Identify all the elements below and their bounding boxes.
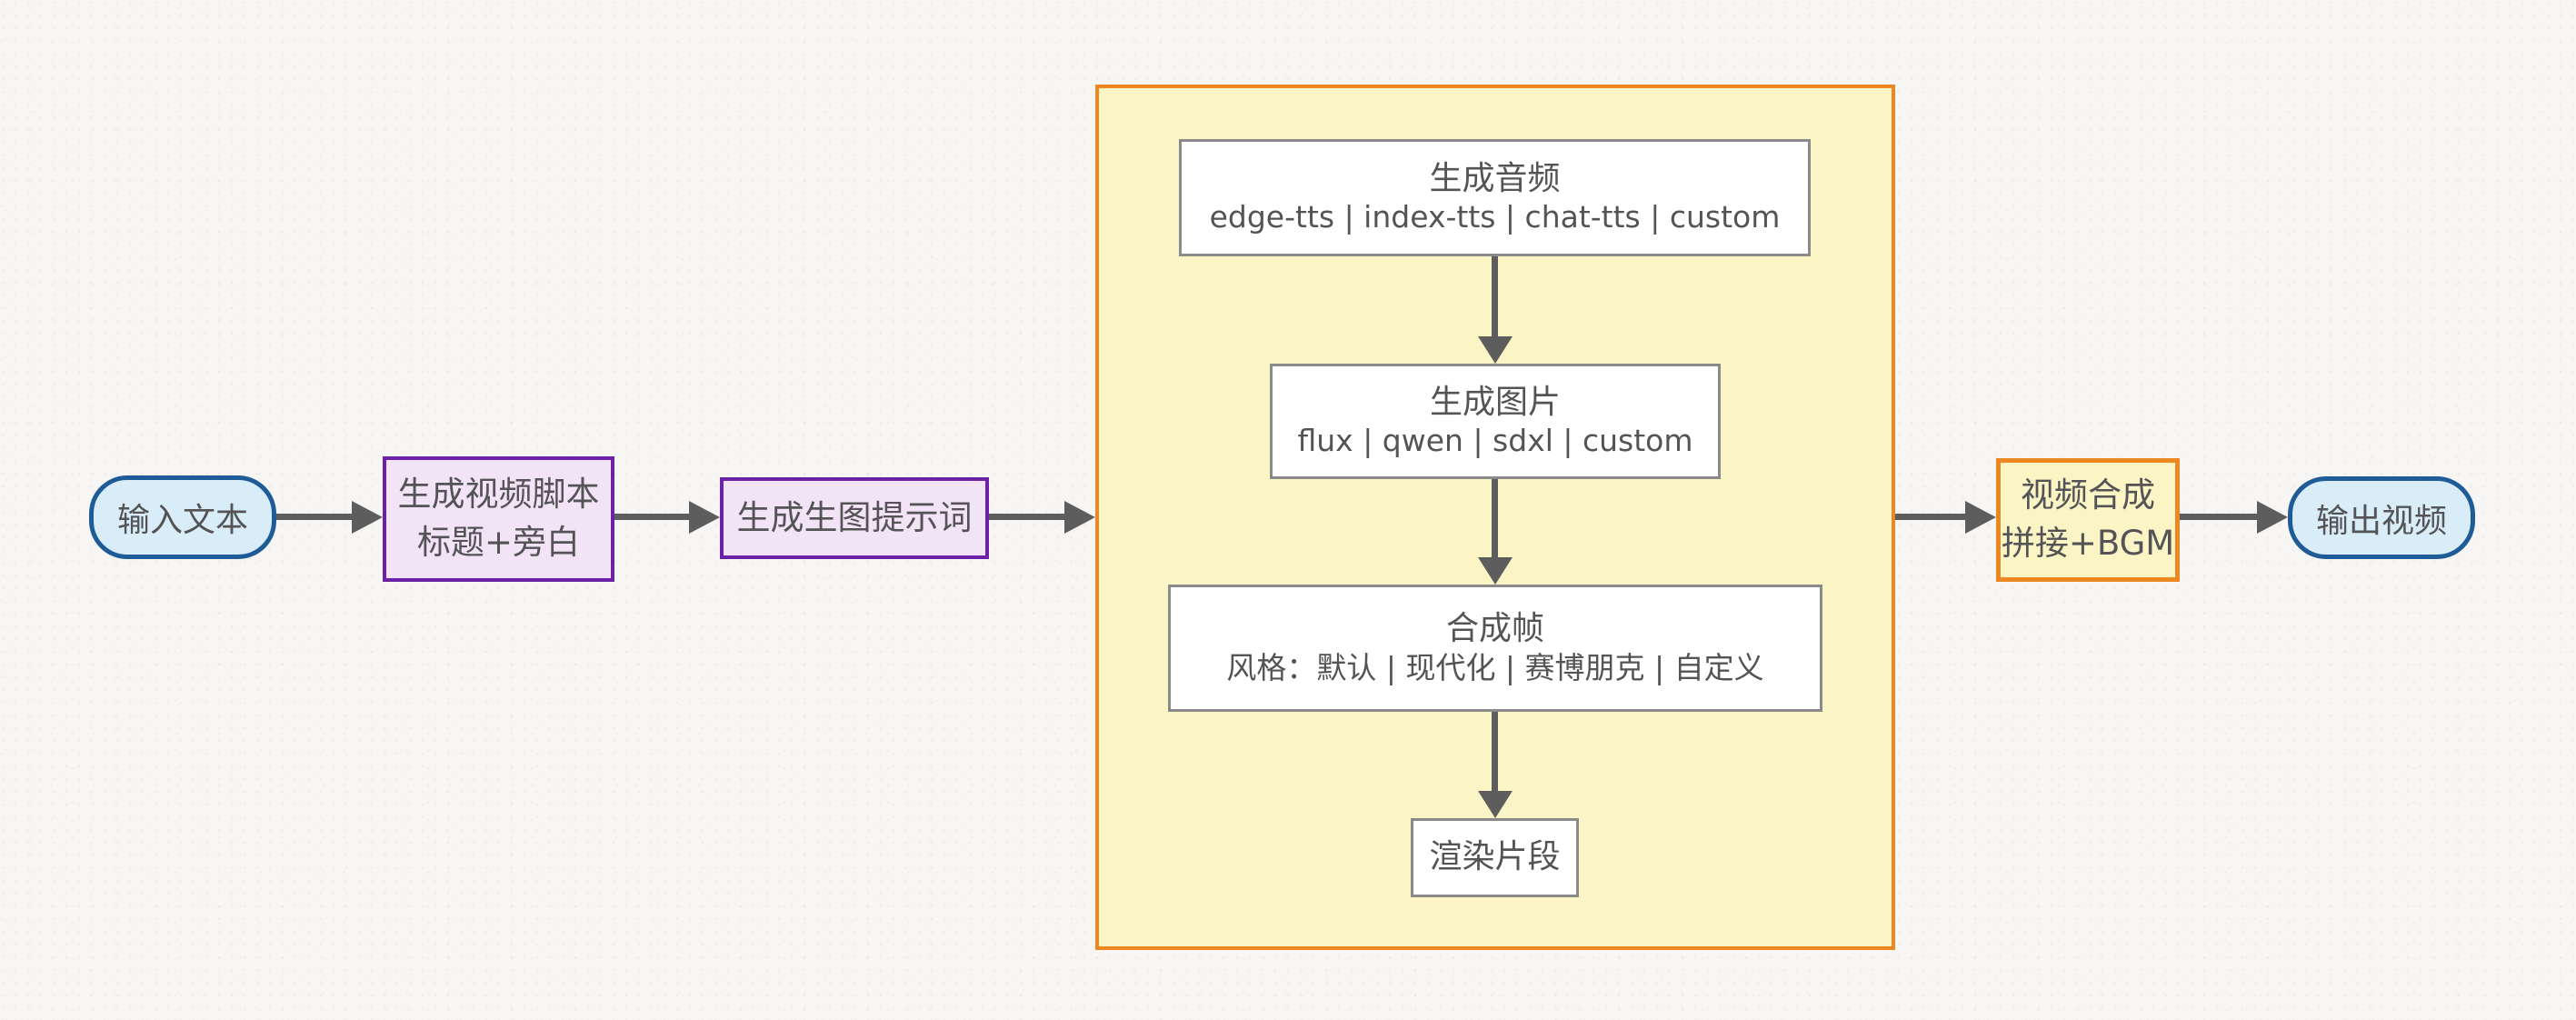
- node-input-text: 输入文本: [89, 475, 276, 559]
- node-output-label: 输出视频: [2315, 502, 2447, 540]
- node-generate-image-prompt: 生成生图提示词: [720, 477, 989, 559]
- node-frames-line1: 合成帧: [1445, 610, 1544, 648]
- node-audio-line1: 生成音频: [1429, 159, 1561, 197]
- node-compose-line1: 视频合成: [2021, 475, 2155, 515]
- node-generate-video-script: 生成视频脚本 标题+旁白: [383, 456, 614, 582]
- arrow-shaft: [989, 514, 1068, 520]
- arrow-script-to-prompt: [614, 501, 720, 534]
- arrowhead-right-icon: [1965, 501, 1996, 534]
- node-compose-frames: 合成帧 风格：默认 | 现代化 | 赛博朋克 | 自定义: [1168, 585, 1822, 712]
- arrow-group-to-compose: [1895, 501, 1996, 534]
- node-script-line1: 生成视频脚本: [397, 475, 600, 515]
- arrowhead-down-icon: [1478, 557, 1513, 585]
- node-output-video: 输出视频: [2288, 476, 2475, 559]
- arrowhead-right-icon: [352, 501, 383, 534]
- node-render-clip: 渲染片段: [1411, 818, 1579, 897]
- arrow-shaft: [614, 514, 693, 520]
- node-frames-line2: 风格：默认 | 现代化 | 赛博朋克 | 自定义: [1226, 649, 1764, 685]
- arrow-audio-to-image: [1478, 256, 1513, 364]
- node-audio-line2: edge-tts | index-tts | chat-tts | custom: [1209, 199, 1781, 235]
- node-image-line2: flux | qwen | sdxl | custom: [1297, 423, 1693, 459]
- arrow-frames-to-render: [1478, 712, 1513, 818]
- arrow-compose-to-output: [2180, 501, 2288, 534]
- node-compose-line2: 拼接+BGM: [2001, 524, 2175, 563]
- node-prompt-label: 生成生图提示词: [736, 497, 973, 537]
- node-generate-image: 生成图片 flux | qwen | sdxl | custom: [1270, 364, 1721, 479]
- arrowhead-down-icon: [1478, 791, 1513, 818]
- node-render-label: 渲染片段: [1429, 838, 1561, 876]
- arrow-input-to-script: [276, 501, 383, 534]
- arrow-prompt-to-group: [989, 501, 1095, 534]
- node-script-line2: 标题+旁白: [416, 523, 580, 562]
- arrow-shaft: [1492, 256, 1498, 340]
- arrow-shaft: [1492, 479, 1498, 561]
- node-input-text-label: 输入文本: [116, 502, 248, 539]
- arrow-image-to-frames: [1478, 479, 1513, 585]
- arrowhead-right-icon: [689, 501, 720, 534]
- node-image-line1: 生成图片: [1429, 383, 1561, 421]
- arrow-shaft: [2180, 514, 2261, 520]
- arrow-shaft: [1492, 712, 1498, 795]
- arrowhead-down-icon: [1478, 336, 1513, 364]
- node-video-compose: 视频合成 拼接+BGM: [1996, 458, 2180, 582]
- arrow-shaft: [276, 514, 355, 520]
- arrow-shaft: [1895, 514, 1969, 520]
- arrowhead-right-icon: [1064, 501, 1095, 534]
- node-generate-audio: 生成音频 edge-tts | index-tts | chat-tts | c…: [1179, 139, 1811, 256]
- arrowhead-right-icon: [2257, 501, 2288, 534]
